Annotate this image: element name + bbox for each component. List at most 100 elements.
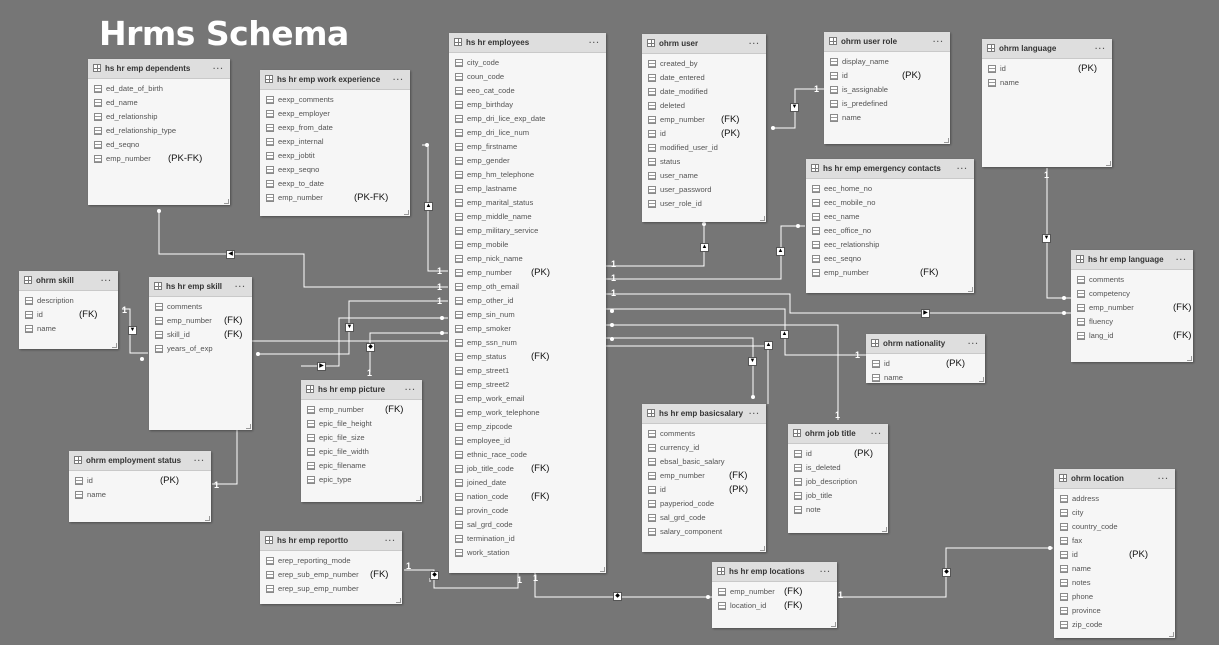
table-header[interactable]: hs hr emp picture··· [301,380,422,400]
field-row[interactable]: is_deleted [788,461,888,475]
field-row[interactable]: comments [149,300,252,314]
field-row[interactable]: deleted [642,99,766,113]
field-row[interactable]: payperiod_code [642,497,766,511]
field-row[interactable]: emp_number(FK) [149,314,252,328]
more-options-icon[interactable]: ··· [957,164,968,173]
field-row[interactable]: emp_oth_email [449,280,606,294]
more-options-icon[interactable]: ··· [1095,44,1106,53]
field-row[interactable]: termination_id [449,532,606,546]
table-ohrm-nationality[interactable]: ohrm nationality···id(PK)name [866,334,985,383]
field-row[interactable]: currency_id [642,441,766,455]
field-row[interactable]: emp_zipcode [449,420,606,434]
table-header[interactable]: hs hr emp skill··· [149,277,252,297]
field-row[interactable]: ed_relationship [88,110,230,124]
field-row[interactable]: name [982,76,1112,90]
field-row[interactable]: emp_street1 [449,364,606,378]
table-header[interactable]: hs hr emp emergency contacts··· [806,159,974,179]
field-row[interactable]: ebsal_basic_salary [642,455,766,469]
field-row[interactable]: display_name [824,55,950,69]
more-options-icon[interactable]: ··· [213,64,224,73]
table-header[interactable]: ohrm nationality··· [866,334,985,354]
table-emp-work-experience[interactable]: hs hr emp work experience···eexp_comment… [260,70,410,216]
field-row[interactable]: name [824,111,950,125]
field-row[interactable]: description [19,294,118,308]
field-row[interactable]: comments [642,427,766,441]
table-header[interactable]: ohrm location··· [1054,469,1175,489]
field-row[interactable]: lang_id(FK) [1071,329,1193,343]
field-row[interactable]: emp_sin_num [449,308,606,322]
more-options-icon[interactable]: ··· [393,75,404,84]
field-row[interactable]: city_code [449,56,606,70]
field-row[interactable]: epic_file_height [301,417,422,431]
field-row[interactable]: note [788,503,888,517]
more-options-icon[interactable]: ··· [405,385,416,394]
field-row[interactable]: salary_component [642,525,766,539]
field-row[interactable]: eexp_jobtit [260,149,410,163]
field-row[interactable]: emp_work_email [449,392,606,406]
field-row[interactable]: status [642,155,766,169]
field-row[interactable]: emp_number(FK) [642,113,766,127]
field-row[interactable]: eexp_employer [260,107,410,121]
table-emp-picture[interactable]: hs hr emp picture···emp_number(FK)epic_f… [301,380,422,502]
table-header[interactable]: hs hr emp basicsalary··· [642,404,766,424]
field-row[interactable]: ed_seqno [88,138,230,152]
more-options-icon[interactable]: ··· [194,456,205,465]
field-row[interactable]: province [1054,604,1175,618]
more-options-icon[interactable]: ··· [749,409,760,418]
field-row[interactable]: phone [1054,590,1175,604]
table-header[interactable]: hs hr emp locations··· [712,562,837,582]
field-row[interactable]: id(PK) [1054,548,1175,562]
field-row[interactable]: emp_dri_lice_exp_date [449,112,606,126]
table-header[interactable]: ohrm user··· [642,34,766,54]
field-row[interactable]: is_predefined [824,97,950,111]
field-row[interactable]: skill_id(FK) [149,328,252,342]
field-row[interactable]: emp_birthday [449,98,606,112]
field-row[interactable]: user_name [642,169,766,183]
field-row[interactable]: ed_name [88,96,230,110]
resize-grip-icon[interactable] [1187,356,1192,361]
field-row[interactable]: fluency [1071,315,1193,329]
field-row[interactable]: emp_number(PK-FK) [88,152,230,166]
resize-grip-icon[interactable] [760,546,765,551]
field-row[interactable]: name [19,322,118,336]
field-row[interactable]: emp_number(PK) [449,266,606,280]
field-row[interactable]: emp_number(PK-FK) [260,191,410,205]
table-ohrm-language[interactable]: ohrm language···id(PK)name [982,39,1112,167]
field-row[interactable]: epic_type [301,473,422,487]
field-row[interactable]: emp_nick_name [449,252,606,266]
more-options-icon[interactable]: ··· [933,37,944,46]
field-row[interactable]: ed_date_of_birth [88,82,230,96]
more-options-icon[interactable]: ··· [749,39,760,48]
field-row[interactable]: ed_relationship_type [88,124,230,138]
field-row[interactable]: employee_id [449,434,606,448]
field-row[interactable]: competency [1071,287,1193,301]
more-options-icon[interactable]: ··· [1176,255,1187,264]
resize-grip-icon[interactable] [224,199,229,204]
field-row[interactable]: erep_reporting_mode [260,554,402,568]
field-row[interactable]: name [1054,562,1175,576]
field-row[interactable]: erep_sub_emp_number(FK) [260,568,402,582]
table-header[interactable]: ohrm user role··· [824,32,950,52]
field-row[interactable]: eexp_seqno [260,163,410,177]
field-row[interactable]: address [1054,492,1175,506]
field-row[interactable]: sal_grd_code [449,518,606,532]
field-row[interactable]: modified_user_id [642,141,766,155]
field-row[interactable]: work_station [449,546,606,560]
field-row[interactable]: date_entered [642,71,766,85]
field-row[interactable]: id(PK) [642,127,766,141]
table-header[interactable]: hs hr emp language··· [1071,250,1193,270]
field-row[interactable]: nation_code(FK) [449,490,606,504]
more-options-icon[interactable]: ··· [385,536,396,545]
field-row[interactable]: emp_status(FK) [449,350,606,364]
field-row[interactable]: id(PK) [642,483,766,497]
field-row[interactable]: epic_file_width [301,445,422,459]
field-row[interactable]: erep_sup_emp_number [260,582,402,596]
field-row[interactable]: name [866,371,985,385]
field-row[interactable]: emp_work_telephone [449,406,606,420]
resize-grip-icon[interactable] [205,516,210,521]
